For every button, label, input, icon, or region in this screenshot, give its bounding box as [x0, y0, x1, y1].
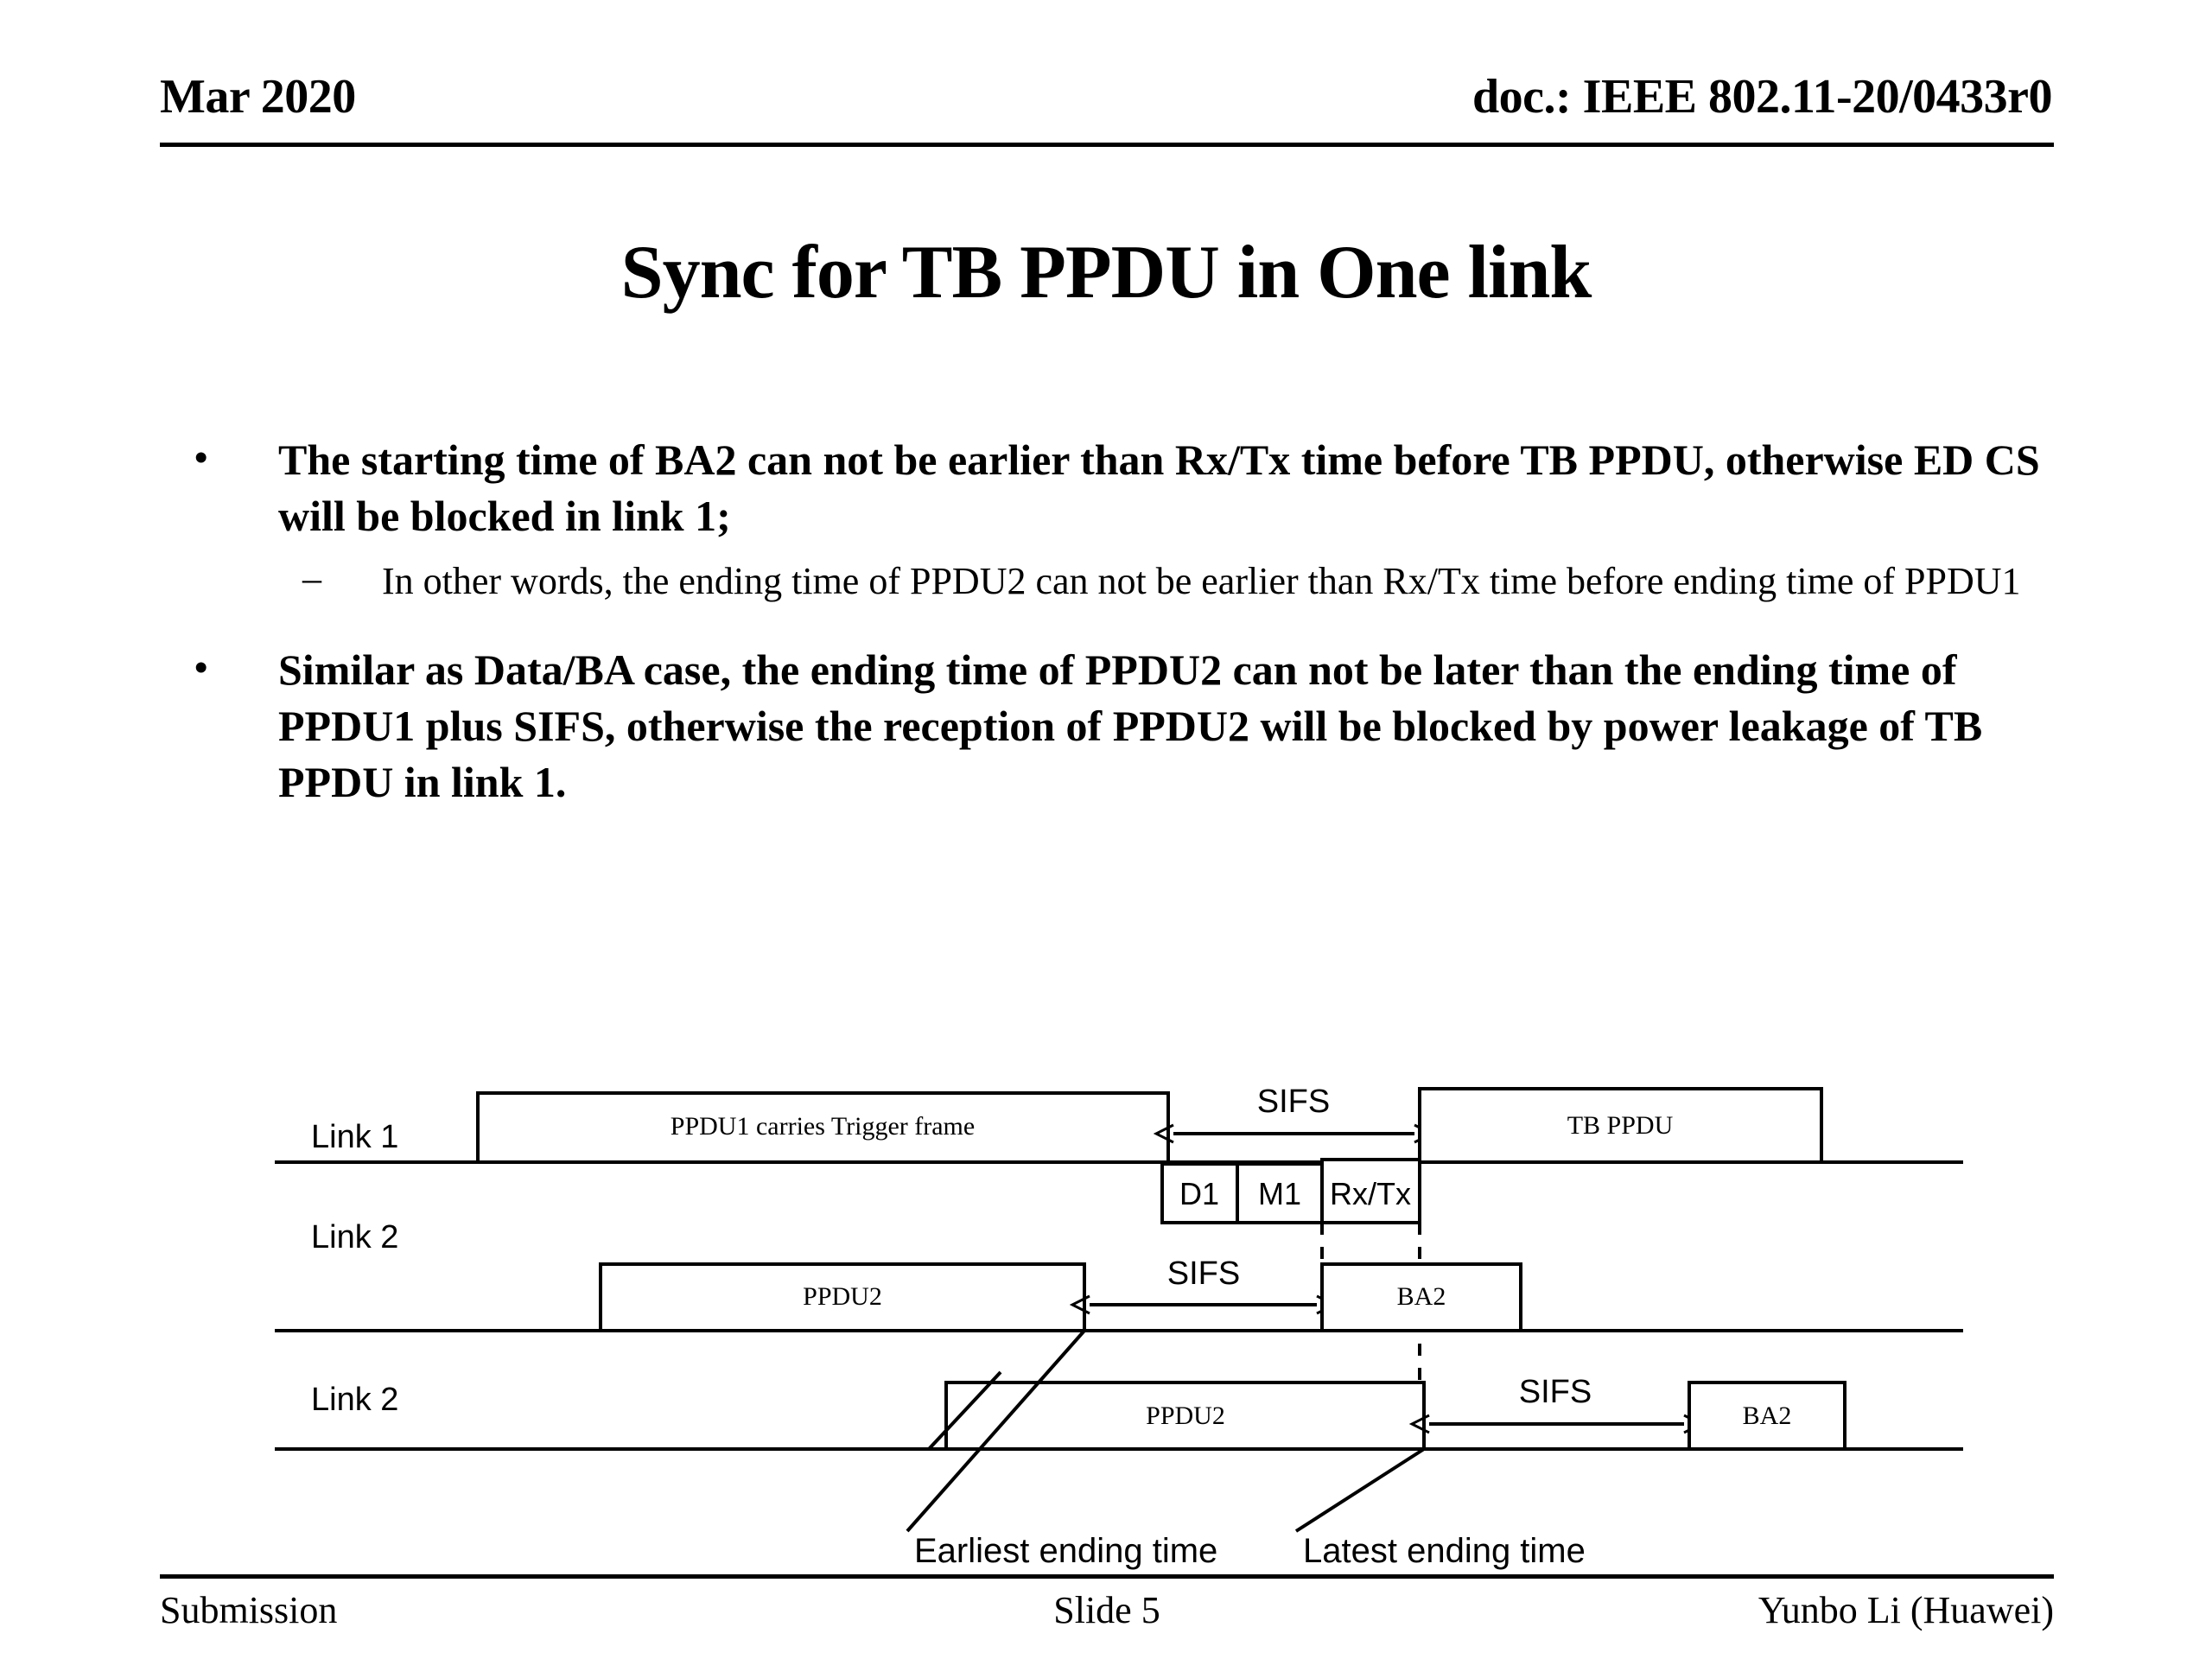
- bullet-marker: •: [194, 646, 208, 690]
- slide-header: Mar 2020 doc.: IEEE 802.11-20/0433r0: [160, 69, 2052, 138]
- box-rx-tx-label: Rx/Tx: [1330, 1176, 1411, 1211]
- bullet-list: • The starting time of BA2 can not be ea…: [173, 432, 2100, 819]
- box-ppdu2-row-2: [599, 1262, 1086, 1332]
- box-tb-ppdu-label: TB PPDU: [1567, 1111, 1674, 1140]
- sifs-label-row-2: SIFS: [1167, 1255, 1240, 1292]
- page-title: Sync for TB PPDU in One link: [620, 231, 1592, 315]
- header-divider: [160, 143, 2054, 147]
- box-ba2-row-3-label: BA2: [1743, 1402, 1792, 1430]
- box-m1: [1236, 1162, 1324, 1224]
- bullet-item-2: – In other words, the ending time of PPD…: [173, 556, 2100, 606]
- row-label-link-1: Link 1: [311, 1119, 398, 1155]
- box-rx-tx: [1320, 1158, 1421, 1224]
- box-ppdu1-label: PPDU1 carries Trigger frame: [671, 1112, 975, 1141]
- box-d1-label: D1: [1179, 1176, 1219, 1211]
- footer-submission: Submission: [160, 1589, 338, 1631]
- bullet-marker: •: [194, 436, 208, 479]
- bullet-spacer: [173, 620, 2100, 642]
- bullet-text: In other words, the ending time of PPDU2…: [382, 560, 2021, 602]
- box-tb-ppdu: [1418, 1087, 1823, 1164]
- bullet-item-3: • Similar as Data/BA case, the ending ti…: [173, 642, 2100, 810]
- box-m1-label: M1: [1258, 1176, 1301, 1211]
- bullet-item-1: • The starting time of BA2 can not be ea…: [173, 432, 2100, 544]
- footer-author: Yunbo Li (Huawei): [1758, 1589, 2054, 1631]
- sifs-label-row-1: SIFS: [1257, 1084, 1330, 1120]
- box-ba2-row-3: [1688, 1381, 1847, 1451]
- leader-line-earliest: [906, 1329, 1086, 1533]
- footer-slide-number: Slide 5: [1053, 1589, 1160, 1631]
- box-ba2-row-2-label: BA2: [1397, 1282, 1446, 1311]
- box-ppdu2-row-3-label: PPDU2: [1146, 1402, 1225, 1430]
- sifs-label-row-3: SIFS: [1519, 1374, 1592, 1410]
- leader-line-latest: [1294, 1447, 1426, 1533]
- leader-line-earliest-upper: [927, 1370, 1002, 1451]
- bullet-text: The starting time of BA2 can not be earl…: [278, 435, 2040, 540]
- annotation-latest-ending-time: Latest ending time: [1303, 1532, 1586, 1570]
- box-ppdu2-row-2-label: PPDU2: [803, 1282, 882, 1311]
- box-ppdu2-row-3: [944, 1381, 1426, 1451]
- row-label-link-2-b: Link 2: [311, 1382, 398, 1418]
- slide-footer: Submission Slide 5 Yunbo Li (Huawei): [160, 1588, 2054, 1649]
- header-doc-id: doc.: IEEE 802.11-20/0433r0: [1472, 70, 2052, 124]
- header-date: Mar 2020: [160, 70, 356, 124]
- annotation-earliest-ending-time: Earliest ending time: [914, 1532, 1217, 1570]
- row-label-link-2-a: Link 2: [311, 1219, 398, 1255]
- bullet-marker: –: [302, 557, 321, 600]
- timing-diagram: Link 1 PPDU1 carries Trigger frame SIFS …: [0, 1020, 2212, 1573]
- box-d1: [1160, 1162, 1239, 1224]
- box-ba2-row-2: [1320, 1262, 1522, 1332]
- bullet-text: Similar as Data/BA case, the ending time…: [278, 645, 1983, 807]
- footer-divider: [160, 1574, 2054, 1579]
